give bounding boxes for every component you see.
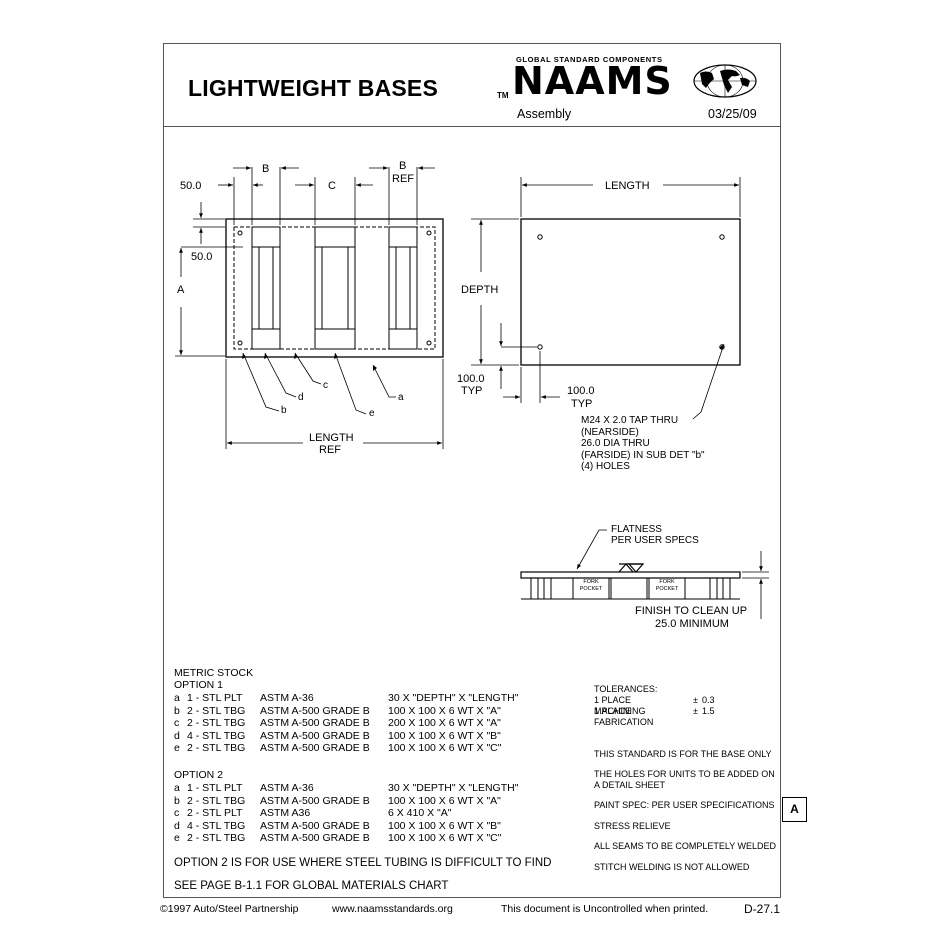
flatness-note: FLATNESS	[611, 524, 662, 535]
pocket-label: POCKET	[655, 585, 679, 592]
brand-tagline: GLOBAL STANDARD COMPONENTS	[516, 55, 663, 64]
length-ref-label: LENGTH	[309, 432, 354, 444]
dim-100-right-value: 100.0	[567, 385, 595, 397]
hole-note-line: (FARSIDE) IN SUB DET "b"	[581, 449, 705, 461]
page-title: LIGHTWEIGHT BASES	[188, 75, 439, 101]
finish-note-line2: 25.0 MINIMUM	[655, 618, 729, 630]
callout-c: c	[323, 380, 328, 391]
note-seams-welded: ALL SEAMS TO BE COMPLETELY WELDED	[594, 841, 777, 851]
option1-label: OPTION 1	[174, 679, 224, 691]
note-stitch-welding: STITCH WELDING IS NOT ALLOWED	[594, 862, 750, 872]
page-number: D-27.1	[744, 902, 781, 916]
revision-badge: A	[782, 797, 807, 822]
flatness-note-line2: PER USER SPECS	[611, 535, 699, 546]
hole-note-line: 26.0 DIA THRU	[581, 438, 650, 449]
materials-chart-reference: SEE PAGE B-1.1 FOR GLOBAL MATERIALS CHAR…	[174, 880, 449, 892]
plan-view	[175, 166, 444, 449]
pocket-label: POCKET	[579, 585, 603, 592]
note-standard-scope: THIS STANDARD IS FOR THE BASE ONLY	[594, 749, 772, 759]
fork-pocket-label-left: FORK POCKET	[578, 579, 604, 592]
globe-icon	[693, 64, 757, 98]
plate-length-label: LENGTH	[605, 180, 650, 192]
fork-label: FORK	[583, 579, 599, 585]
callout-b: b	[281, 405, 287, 416]
callout-d: d	[298, 392, 304, 403]
dim-c-label: C	[328, 180, 336, 192]
fork-label: FORK	[659, 579, 675, 585]
fork-pocket-label-right: FORK POCKET	[654, 579, 680, 592]
callout-a: a	[398, 392, 404, 403]
naams-logo-text: NAAMS	[512, 59, 673, 103]
trademark-mark: TM	[497, 91, 509, 100]
plate-depth-label: DEPTH	[461, 284, 499, 296]
note-holes-line2: A DETAIL SHEET	[594, 780, 666, 790]
callout-e: e	[369, 408, 375, 419]
option2-usage-note: OPTION 2 IS FOR USE WHERE STEEL TUBING I…	[174, 857, 552, 869]
hole-note-line: (4) HOLES	[581, 461, 630, 472]
document-type: Assembly	[517, 107, 572, 121]
dim-b-ref-suffix: REF	[392, 173, 414, 185]
drawing-sheet-border	[163, 43, 781, 898]
dim-100-right-typ: TYP	[571, 398, 593, 410]
materials-heading: METRIC STOCK	[174, 667, 254, 679]
website-link[interactable]: www.naamsstandards.org	[332, 903, 453, 915]
side-view	[520, 529, 769, 619]
uncontrolled-disclaimer: This document is Uncontrolled when print…	[501, 903, 709, 915]
hole-note: M24 X 2.0 TAP THRU (NEARSIDE) 26.0 DIA T…	[581, 415, 705, 473]
dim-a-label: A	[177, 284, 185, 296]
dim-100-left-typ: TYP	[461, 385, 483, 397]
option2-label: OPTION 2	[174, 769, 224, 781]
dim-50-top-label: 50.0	[180, 180, 202, 192]
document-date: 03/25/09	[708, 107, 757, 121]
finish-note: FINISH TO CLEAN UP	[635, 605, 748, 617]
note-paint-spec: PAINT SPEC: PER USER SPECIFICATIONS	[594, 800, 775, 810]
length-ref-suffix: REF	[319, 444, 341, 456]
note-stress-relieve: STRESS RELIEVE	[594, 821, 671, 831]
title-divider	[163, 126, 781, 127]
dim-b-label: B	[262, 163, 270, 175]
tolerances-heading: TOLERANCES:	[594, 684, 658, 694]
copyright: ©1997 Auto/Steel Partnership	[160, 903, 299, 915]
hole-note-line: (NEARSIDE)	[581, 426, 639, 438]
dim-50-left-label: 50.0	[191, 251, 213, 263]
dim-100-left-value: 100.0	[457, 373, 485, 385]
assembly-drawing	[175, 166, 769, 619]
dim-b-ref-label: B	[399, 160, 407, 172]
hole-note-line: M24 X 2.0 TAP THRU	[581, 415, 679, 426]
note-holes: THE HOLES FOR UNITS TO BE ADDED ON	[594, 769, 775, 779]
plate-view	[471, 177, 741, 420]
